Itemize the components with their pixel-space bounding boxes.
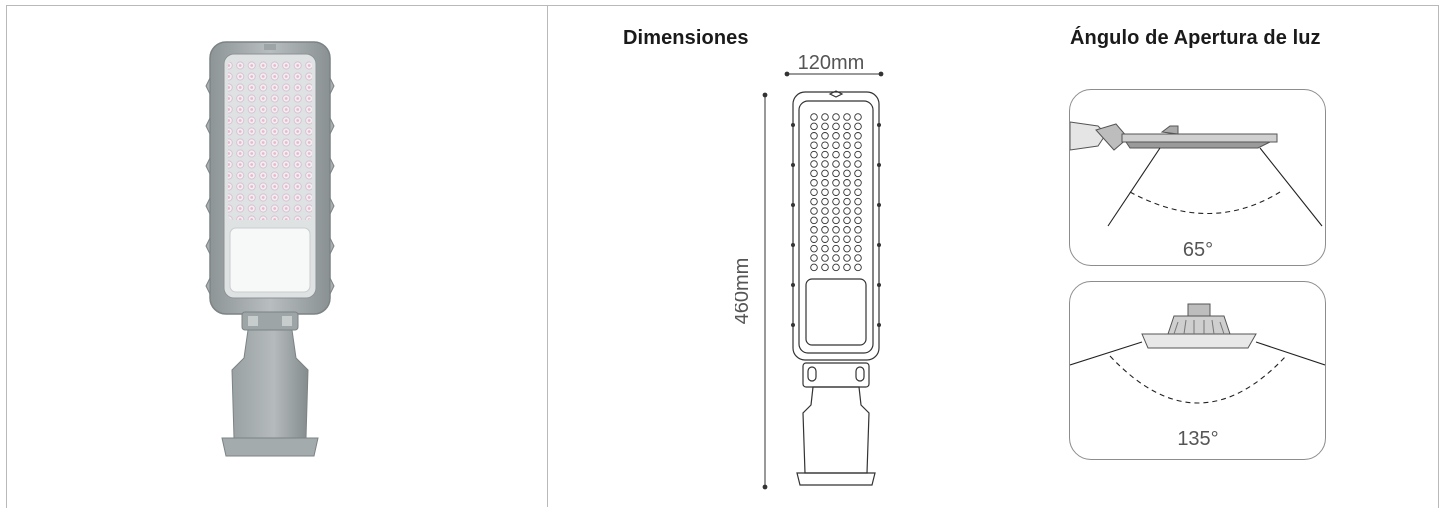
side-view-angle-label: 65° [1183,239,1213,261]
column-divider [547,5,548,507]
width-dimension-label: 120mm [798,52,865,74]
height-dimension-label: 460mm [735,258,753,325]
front-view-angle-label: 135° [1177,428,1218,450]
side-view-panel: 65° [1069,89,1326,266]
dimension-drawing: 120mm 460mm [735,52,884,490]
front-view-panel: 135° [1069,281,1326,460]
beam-angle-title: Ángulo de Apertura de luz [1070,27,1321,49]
dimensions-title: Dimensiones [623,27,749,49]
spec-table-frame [6,5,1439,508]
product-photo [205,41,335,457]
